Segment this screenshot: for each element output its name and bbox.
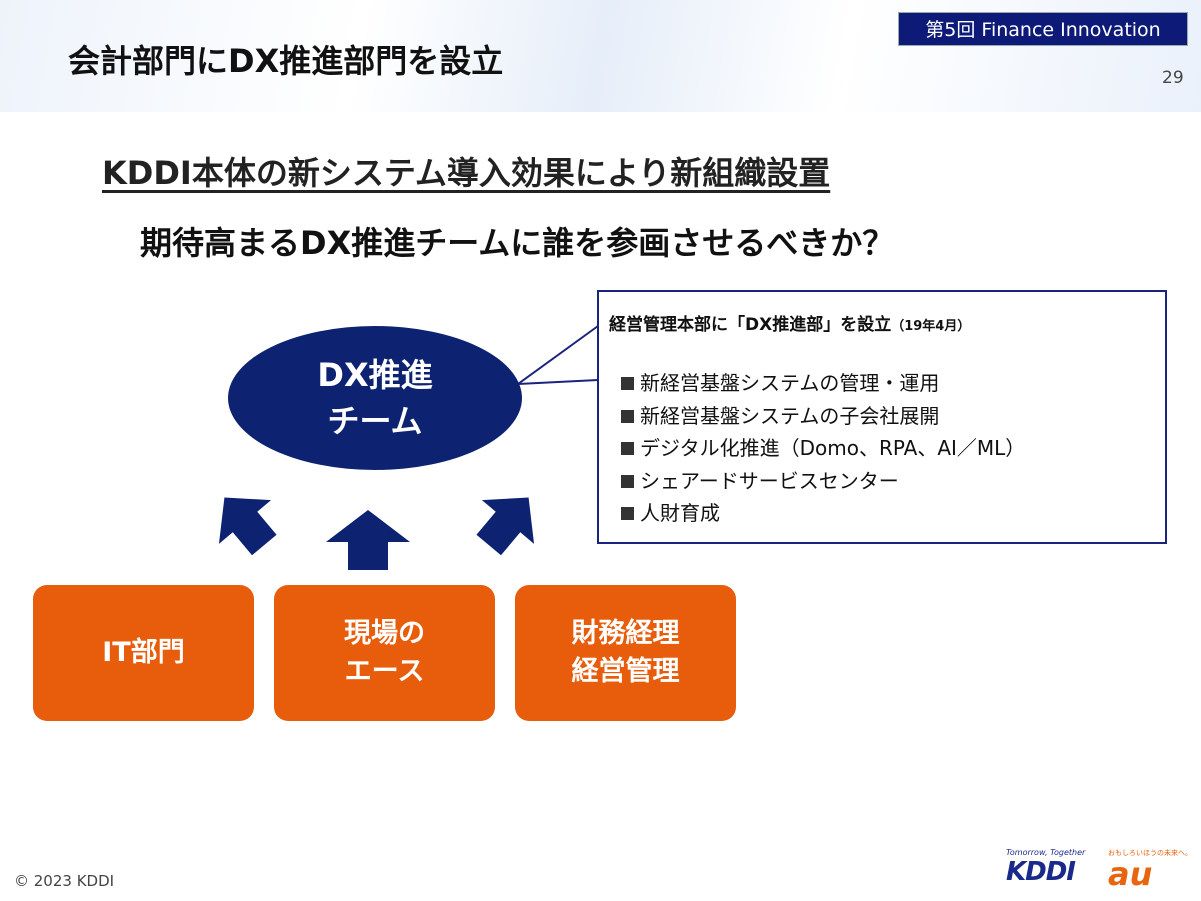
square-bullet-icon [621,442,634,455]
callout-line-bottom [517,379,599,385]
list-item-text: シェアードサービスセンター [640,468,899,493]
list-item-text: 新経営基盤システムの子会社展開 [640,403,940,428]
kddi-wordmark: KDDI [1006,857,1076,887]
source-box-field-ace: 現場のエース [274,585,495,721]
source-box-finance: 財務経理経営管理 [515,585,736,721]
square-bullet-icon [621,474,634,488]
au-tagline: おもしろいほうの未来へ。 [1108,849,1192,857]
list-item: シェアードサービスセンター [621,465,1155,498]
source-label: エース [344,656,425,687]
square-bullet-icon [621,377,634,390]
source-label: 財務経理 [571,618,680,649]
kddi-tagline: Tomorrow, Together [1006,848,1086,857]
list-item: デジタル化推進（Domo、RPA、AI／ML） [621,432,1155,465]
subheadline: 期待高まるDX推進チームに誰を参画させるべきか？ [140,224,895,262]
list-item: 新経営基盤システムの管理・運用 [621,367,1155,400]
list-item: 人財育成 [621,497,1155,530]
callout-title: 経営管理本部に「DX推進部」を設立（19年4月） [609,310,1155,335]
square-bullet-icon [621,507,634,520]
source-box-it: IT部門 [33,585,254,721]
callout-line-top [517,325,599,385]
list-item: 新経営基盤システムの子会社展開 [621,400,1155,433]
callout-box: 経営管理本部に「DX推進部」を設立（19年4月） 新経営基盤システムの管理・運用… [597,290,1167,544]
list-item-text: 人財育成 [640,501,720,525]
au-wordmark: au [1108,855,1153,893]
callout-date: （19年4月） [891,319,971,334]
arrow-up-icon [326,510,410,570]
square-bullet-icon [621,409,634,423]
source-label: 現場の [344,618,425,649]
team-line-1: DX推進 [317,356,433,394]
headline: KDDI本体の新システム導入効果により新組織設置 [102,154,831,192]
source-label: IT部門 [102,637,185,668]
arrow-left-icon [218,497,277,556]
page-number: 29 [1162,68,1184,88]
team-line-2: チーム [327,402,423,440]
dx-team-label: DX推進チーム [228,326,522,470]
team-ellipse [228,326,522,470]
list-item-text: 新経営基盤システムの管理・運用 [640,371,940,395]
list-item-text: デジタル化推進（Domo、RPA、AI／ML） [640,436,1026,460]
arrow-right-icon [476,497,535,556]
event-badge: 第5回 Finance Innovation [898,12,1188,46]
slide-title: 会計部門にDX推進部門を設立 [68,42,504,80]
au-logo: おもしろいほうの未来へ。au [1108,848,1192,890]
callout-list: 新経営基盤システムの管理・運用 新経営基盤システムの子会社展開 デジタル化推進（… [621,367,1155,530]
callout-title-text: 経営管理本部に「DX推進部」を設立 [609,315,892,335]
source-label: 経営管理 [571,656,680,687]
copyright: © 2023 KDDI [14,872,115,890]
